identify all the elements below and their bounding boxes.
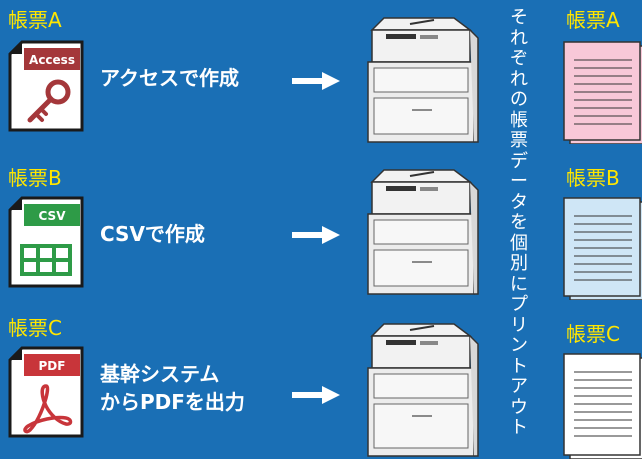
row-a-action: アクセスで作成 bbox=[100, 64, 239, 92]
arrow-right-icon bbox=[292, 72, 340, 90]
row-b-label: 帳票B bbox=[8, 166, 62, 190]
printer-icon bbox=[367, 17, 479, 143]
arrow-right-icon bbox=[292, 386, 340, 404]
vertical-caption: それぞれの帳票データを個別にプリントアウト bbox=[510, 7, 528, 438]
csv-badge bbox=[24, 204, 80, 226]
output-c-label: 帳票C bbox=[566, 322, 620, 346]
row-b-action: CSVで作成 bbox=[100, 220, 205, 248]
pdf-badge bbox=[24, 354, 80, 376]
document-b-icon bbox=[563, 197, 642, 300]
row-c-action-line-2: からPDFを出力 bbox=[100, 390, 245, 414]
row-a-action-line-1: アクセスで作成 bbox=[100, 66, 239, 90]
arrow-right-icon bbox=[292, 226, 340, 244]
row-b-action-line-1: CSVで作成 bbox=[100, 222, 205, 246]
row-c-label: 帳票C bbox=[8, 316, 62, 340]
row-c-action-line-1: 基幹システム bbox=[100, 362, 220, 386]
csv-grid-icon: CSV bbox=[8, 196, 84, 288]
access-badge bbox=[24, 48, 80, 70]
output-b-label: 帳票B bbox=[566, 166, 620, 190]
row-a-label: 帳票A bbox=[8, 8, 62, 32]
row-c-action: 基幹システム からPDFを出力 bbox=[100, 360, 245, 416]
printer-icon bbox=[367, 169, 479, 295]
document-a-icon bbox=[563, 41, 642, 144]
access-badge-text: Access bbox=[29, 53, 75, 67]
access-key-icon: Access bbox=[8, 40, 84, 132]
pdf-acrobat-icon: PDF bbox=[8, 346, 84, 438]
output-a-label: 帳票A bbox=[566, 8, 620, 32]
csv-badge-text: CSV bbox=[39, 209, 67, 223]
document-c-icon bbox=[563, 353, 642, 459]
pdf-badge-text: PDF bbox=[39, 359, 66, 373]
printer-icon bbox=[367, 323, 479, 457]
